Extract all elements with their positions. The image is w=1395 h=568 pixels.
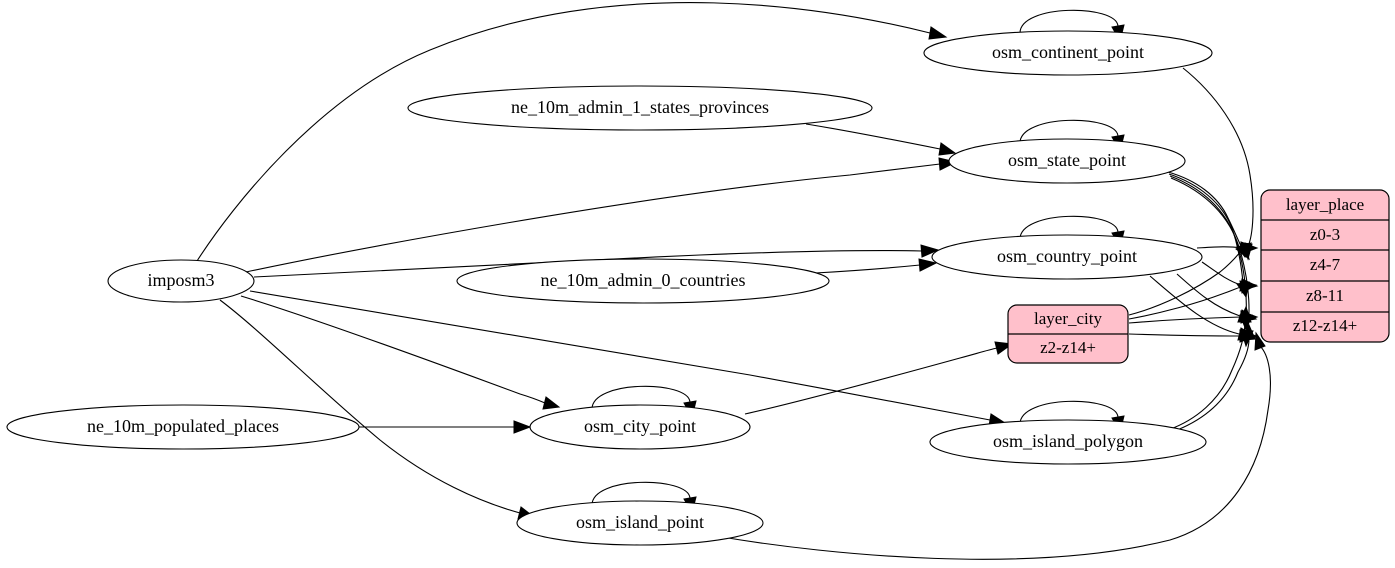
edge-osm_city_point-to-layer_city [744,341,1014,415]
edge-osm_continent_point-to-layer_place-z0-3 [1182,67,1254,261]
node-ne_states-label: ne_10m_admin_1_states_provinces [511,97,769,117]
edge-ne_countries-to-osm_country_point [814,258,938,274]
node-osm_continent_point[interactable]: osm_continent_point [923,30,1213,76]
node-osm_continent_point-label: osm_continent_point [992,42,1144,62]
record-layer_city-row-z2-z14[interactable]: z2-z14+ [1040,338,1096,357]
record-layer_place-row-z8-11[interactable]: z8-11 [1306,286,1344,305]
node-ne_10m_populated_places[interactable]: ne_10m_populated_places [6,404,360,450]
node-osm_island_point-label: osm_island_point [576,512,704,532]
nodes-layer: imposm3 ne_10m_admin_1_states_provinces … [6,30,1213,546]
node-osm_country_point-label: osm_country_point [997,246,1137,266]
node-osm_island_polygon-label: osm_island_polygon [993,431,1143,451]
node-osm_island_polygon[interactable]: osm_island_polygon [929,419,1207,465]
node-ne_populated-label: ne_10m_populated_places [87,416,279,436]
edge-imposm3-to-osm_continent_point [196,2,948,262]
node-osm_state_point[interactable]: osm_state_point [948,138,1186,184]
edge-layer_city-to-layer_place-z4-7 [1128,280,1258,320]
node-imposm3-label: imposm3 [147,270,214,290]
record-layer_place-row-z4-7[interactable]: z4-7 [1310,255,1341,274]
edge-ne_states-to-osm_state_point [805,123,957,156]
node-osm_island_point[interactable]: osm_island_point [516,500,764,546]
edge-osm_island_polygon-to-layer_place-z12-z14+ [1171,323,1256,433]
record-layer_city-title: layer_city [1034,309,1102,328]
record-layer_place-row-z12-z14[interactable]: z12-z14+ [1293,316,1357,335]
node-ne_10m_admin_1_states_provinces[interactable]: ne_10m_admin_1_states_provinces [407,85,873,131]
record-layer_place[interactable]: layer_place z0-3 z4-7 z8-11 z12-z14+ [1260,189,1390,343]
edge-layer_city-to-layer_place-z12-z14+ [1128,329,1258,343]
node-osm_city_point[interactable]: osm_city_point [529,404,751,450]
node-osm_city_point-label: osm_city_point [584,416,696,436]
edge-imposm3-to-osm_country_point [253,244,940,278]
node-ne_countries-label: ne_10m_admin_0_countries [541,270,746,290]
edge-osm_island_point-to-layer_place-z12-z14+ [721,331,1271,560]
edge-ne_populated-to-osm_city_point [359,420,532,434]
edge-osm_island_polygon-to-layer_place-z8-11 [1167,305,1252,431]
records-layer: layer_city z2-z14+ layer_place z0-3 z4-7… [1007,189,1390,364]
node-osm_country_point[interactable]: osm_country_point [931,234,1203,280]
node-imposm3[interactable]: imposm3 [107,259,255,303]
edge-layer_city-to-layer_place-z0-3 [1128,242,1252,316]
node-osm_state_point-label: osm_state_point [1008,150,1126,170]
record-layer_city[interactable]: layer_city z2-z14+ [1007,304,1129,364]
record-layer_place-row-z0-3[interactable]: z0-3 [1310,225,1340,244]
node-ne_10m_admin_0_countries[interactable]: ne_10m_admin_0_countries [456,258,830,304]
edge-imposm3-to-osm_state_point [245,157,958,273]
record-layer_place-title: layer_place [1286,195,1364,214]
edge-imposm3-to-osm_city_point [240,295,561,410]
